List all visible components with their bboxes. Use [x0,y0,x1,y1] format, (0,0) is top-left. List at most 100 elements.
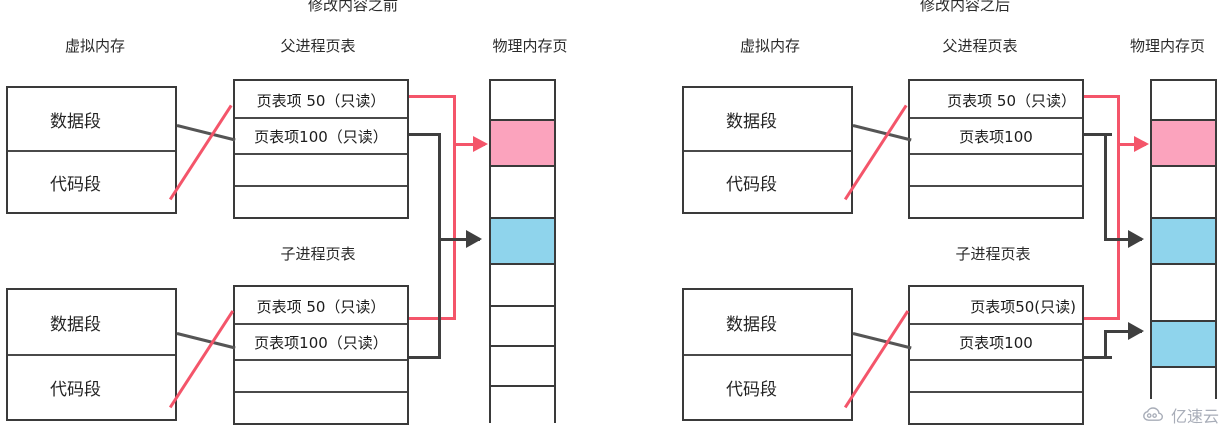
red-link-parent-top-after [1084,95,1120,98]
physical-page-cell [1152,219,1215,263]
dark-link-parent-down-after [1104,133,1107,241]
physical-page-cell [491,307,554,345]
physical-page-cell [1152,121,1215,165]
vm-row-label: 代码段 [726,380,777,400]
pt-divider [910,185,1082,187]
red-arrow-head-pink [473,136,488,152]
page-table-entry-row: 页表项100 [910,119,1082,153]
pm-divider [491,119,554,121]
vm-divider [684,150,851,152]
pm-divider [491,263,554,265]
child-page-table-before: 页表项 50（只读） 页表项100（只读） [233,285,409,425]
dark-arrow-shaft-cyan1-after [1104,238,1142,241]
dark-link-parent-row2 [409,133,441,136]
dark-link-child-row2 [409,356,441,359]
pt-divider [910,391,1082,393]
physical-memory-before [489,79,556,423]
pt-divider [235,323,407,325]
page-table-entry-row [910,393,1082,423]
pm-divider [1152,165,1215,167]
physical-page-cell [1152,368,1215,399]
page-table-entry-row [235,187,407,217]
parent-page-table-before: 页表项 50（只读） 页表项100（只读） [233,79,409,219]
link-child-code-to-entry50-after [843,310,909,408]
vm-divider [8,150,175,152]
page-table-entry-label: 页表项 50（只读） [256,297,386,316]
pt-divider [235,185,407,187]
pm-divider [491,165,554,167]
label-child-page-table-after: 子进程页表 [955,245,1031,263]
dark-link-child-up-after [1104,330,1107,358]
pt-divider [235,153,407,155]
physical-page-cell [1152,265,1215,320]
page-table-entry-row [235,155,407,185]
physical-page-cell [491,219,554,263]
red-arrow-shaft-pink [455,143,485,146]
page-table-entry-row [910,361,1082,391]
vm-row-code-segment: 代码段 [684,356,851,419]
page-table-entry-row: 页表项100（只读） [235,325,407,359]
vm-row-data-segment: 数据段 [8,290,175,355]
page-table-entry-row: 页表项 50（只读） [235,83,407,117]
pt-divider [910,153,1082,155]
vm-row-data-segment: 数据段 [684,88,851,151]
physical-page-cell [1152,167,1215,217]
pt-divider [235,391,407,393]
physical-memory-after [1150,79,1217,399]
page-table-entry-label: 页表项100 [959,333,1033,352]
page-table-entry-row [235,393,407,423]
pt-divider [910,359,1082,361]
label-parent-page-table-after: 父进程页表 [942,37,1018,55]
page-table-entry-row [910,155,1082,185]
vm-divider [684,354,851,356]
dark-link-parent-row2-after [1084,133,1112,136]
pm-divider [1152,366,1215,368]
page-table-entry-label: 页表项50(只读) [970,297,1076,316]
pt-divider [235,359,407,361]
page-table-entry-row: 页表项 50（只读） [235,289,407,323]
pt-divider [910,323,1082,325]
page-table-entry-row [235,361,407,391]
label-physical-memory-before: 物理内存页 [492,37,568,55]
vm-row-code-segment: 代码段 [684,152,851,212]
page-table-entry-row: 页表项50(只读) [910,289,1082,323]
pm-divider [491,217,554,219]
physical-page-cell [491,265,554,305]
dark-arrow-shaft-cyan2-after [1104,330,1142,333]
page-table-entry-row: 页表项 50（只读） [910,83,1082,117]
vm-row-data-segment: 数据段 [8,88,175,151]
vm-row-label: 数据段 [726,315,777,335]
panel-before-title: 修改内容之前 [307,0,398,14]
child-virtual-memory-before: 数据段 代码段 [6,288,177,421]
child-virtual-memory-after: 数据段 代码段 [682,288,853,421]
parent-virtual-memory-before: 数据段 代码段 [6,86,177,214]
page-table-entry-row [910,187,1082,217]
parent-page-table-after: 页表项 50（只读） 页表项100 [908,79,1084,219]
physical-page-cell [1152,322,1215,366]
cloud-logo-icon [1142,407,1166,423]
page-table-entry-label: 页表项 50（只读） [256,91,386,110]
vm-divider [8,354,175,356]
vm-row-label: 数据段 [50,112,101,132]
red-link-parent-top [409,95,456,98]
page-table-entry-row: 页表项100（只读） [235,119,407,153]
physical-page-cell [1152,81,1215,119]
pm-divider [1152,119,1215,121]
link-parent-code-to-entry50-after [843,104,908,200]
vm-row-label: 代码段 [726,174,777,195]
label-parent-page-table-before: 父进程页表 [280,37,356,55]
vm-row-code-segment: 代码段 [8,152,175,212]
physical-page-cell [491,387,554,423]
label-physical-memory-after: 物理内存页 [1129,37,1205,55]
page-table-entry-label: 页表项100 [959,127,1033,146]
watermark: 亿速云 [1142,403,1219,427]
physical-page-cell [491,347,554,385]
page-table-entry-row: 页表项100 [910,325,1082,359]
pm-divider [1152,217,1215,219]
label-virtual-memory-before: 虚拟内存 [64,37,125,55]
red-link-child-top [409,317,456,320]
pm-divider [491,345,554,347]
child-page-table-after: 页表项50(只读) 页表项100 [908,285,1084,425]
red-link-parent-down-after [1117,95,1120,319]
